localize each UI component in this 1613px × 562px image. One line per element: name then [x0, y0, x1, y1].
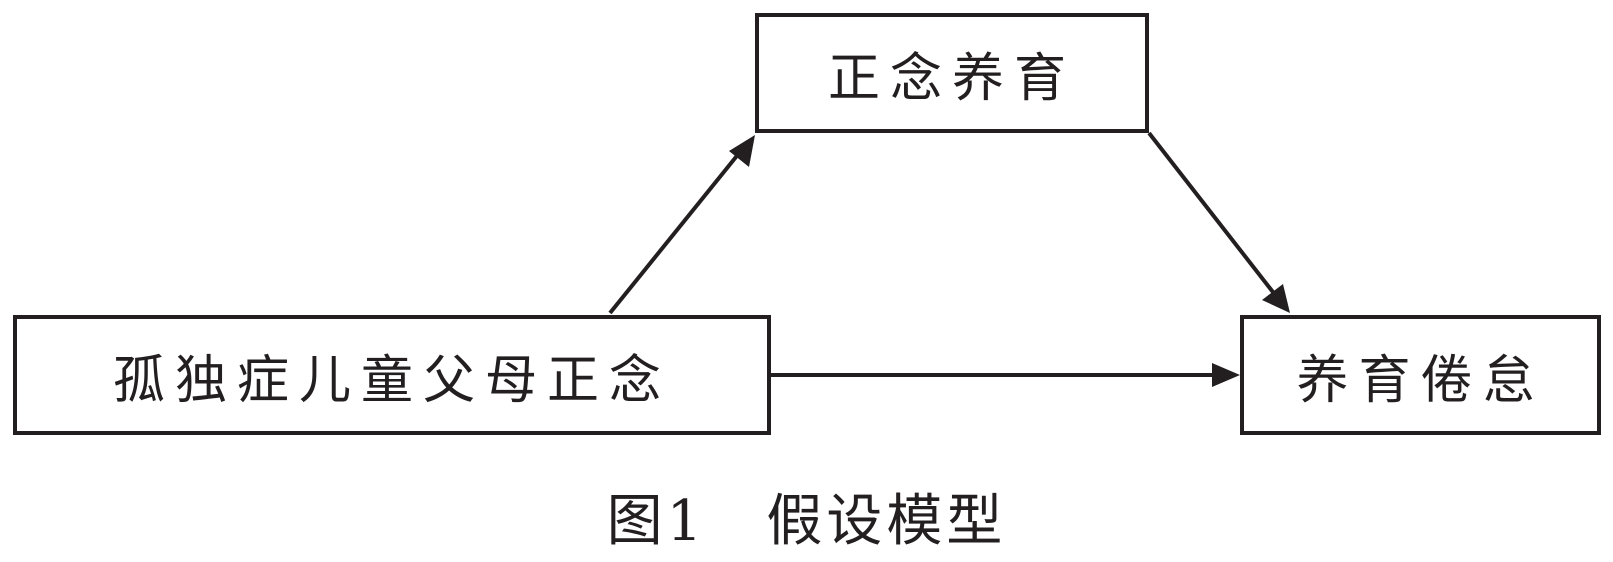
outcome-node-box: 养育倦怠: [1240, 315, 1601, 435]
arrow-predictor-to-outcome: [771, 363, 1240, 387]
predictor-node-box: 孤独症儿童父母正念: [13, 315, 771, 435]
mediator-node-label: 正念养育: [827, 48, 1076, 109]
mediator-node-box: 正念养育: [755, 13, 1149, 133]
figure-caption: 图1 假设模型: [0, 476, 1613, 557]
arrow-mediator-to-outcome: [1147, 131, 1290, 313]
predictor-node-label: 孤独症儿童父母正念: [112, 350, 671, 411]
figure-number: 图1: [606, 489, 707, 554]
arrow-predictor-to-mediator: [608, 135, 755, 315]
outcome-node-label: 养育倦怠: [1296, 350, 1545, 411]
figure-title: 假设模型: [766, 489, 1007, 554]
